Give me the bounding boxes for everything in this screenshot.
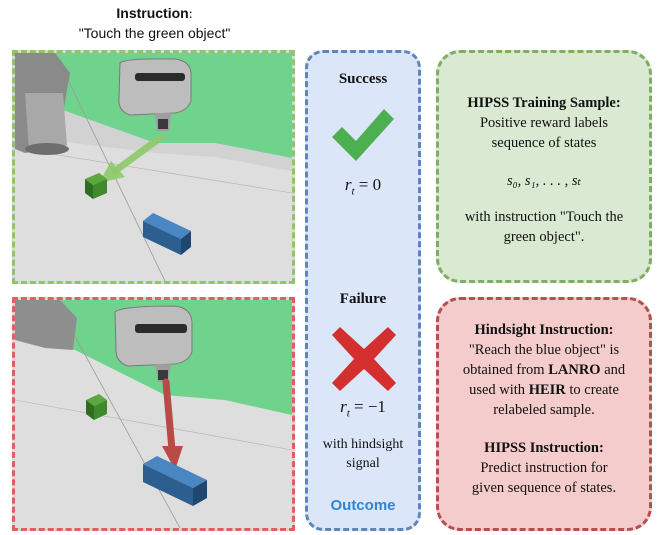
green-box-line2: sequence of states — [491, 135, 597, 151]
failure-scene-panel — [12, 297, 295, 531]
green-box-title: HIPSS Training Sample: — [467, 95, 621, 111]
outcome-label: Outcome — [330, 497, 396, 514]
red-box-line6: given sequence of states. — [471, 480, 617, 496]
failure-label: Failure — [339, 291, 387, 307]
instruction-label: Instruction — [116, 5, 189, 21]
red-box-line3: used with HEIR to create — [469, 382, 619, 398]
failure-scene-image — [15, 300, 292, 528]
success-scene-image — [15, 53, 292, 281]
red-box-title2: HIPSS Instruction: — [484, 440, 604, 456]
failure-reward: rt = −1 — [340, 397, 386, 420]
red-box-line2: obtained from LANRO and — [462, 362, 626, 378]
red-box-line5: Predict instruction for — [480, 460, 608, 476]
hipss-training-sample-box: HIPSS Training Sample: Positive reward l… — [436, 50, 652, 283]
hindsight-instruction-box: Hindsight Instruction: "Reach the blue o… — [436, 297, 652, 531]
success-reward: rt = 0 — [344, 175, 382, 198]
green-box-line4: green object". — [503, 229, 585, 245]
red-box-title: Hindsight Instruction: — [474, 322, 614, 338]
success-label: Success — [338, 71, 388, 87]
instruction-text: "Touch the green object" — [78, 25, 231, 41]
green-box-line1: Positive reward labels — [479, 115, 609, 131]
green-box-line3: with instruction "Touch the — [464, 209, 624, 225]
instruction-header: Instruction: "Touch the green object" — [12, 4, 297, 42]
state-sequence-math: s₀, s₁, . . . , sₜ — [506, 173, 582, 189]
cross-icon — [332, 327, 396, 391]
checkmark-icon — [332, 109, 394, 161]
success-scene-panel — [12, 50, 295, 284]
hindsight-signal-text: with hindsight signal — [322, 437, 404, 471]
instruction-colon: : — [188, 7, 193, 22]
red-box-line4: relabeled sample. — [493, 402, 595, 418]
red-box-line1: "Reach the blue object" is — [468, 342, 620, 358]
outcome-column: Success rt = 0 Failure rt = −1 with hind… — [305, 50, 421, 531]
